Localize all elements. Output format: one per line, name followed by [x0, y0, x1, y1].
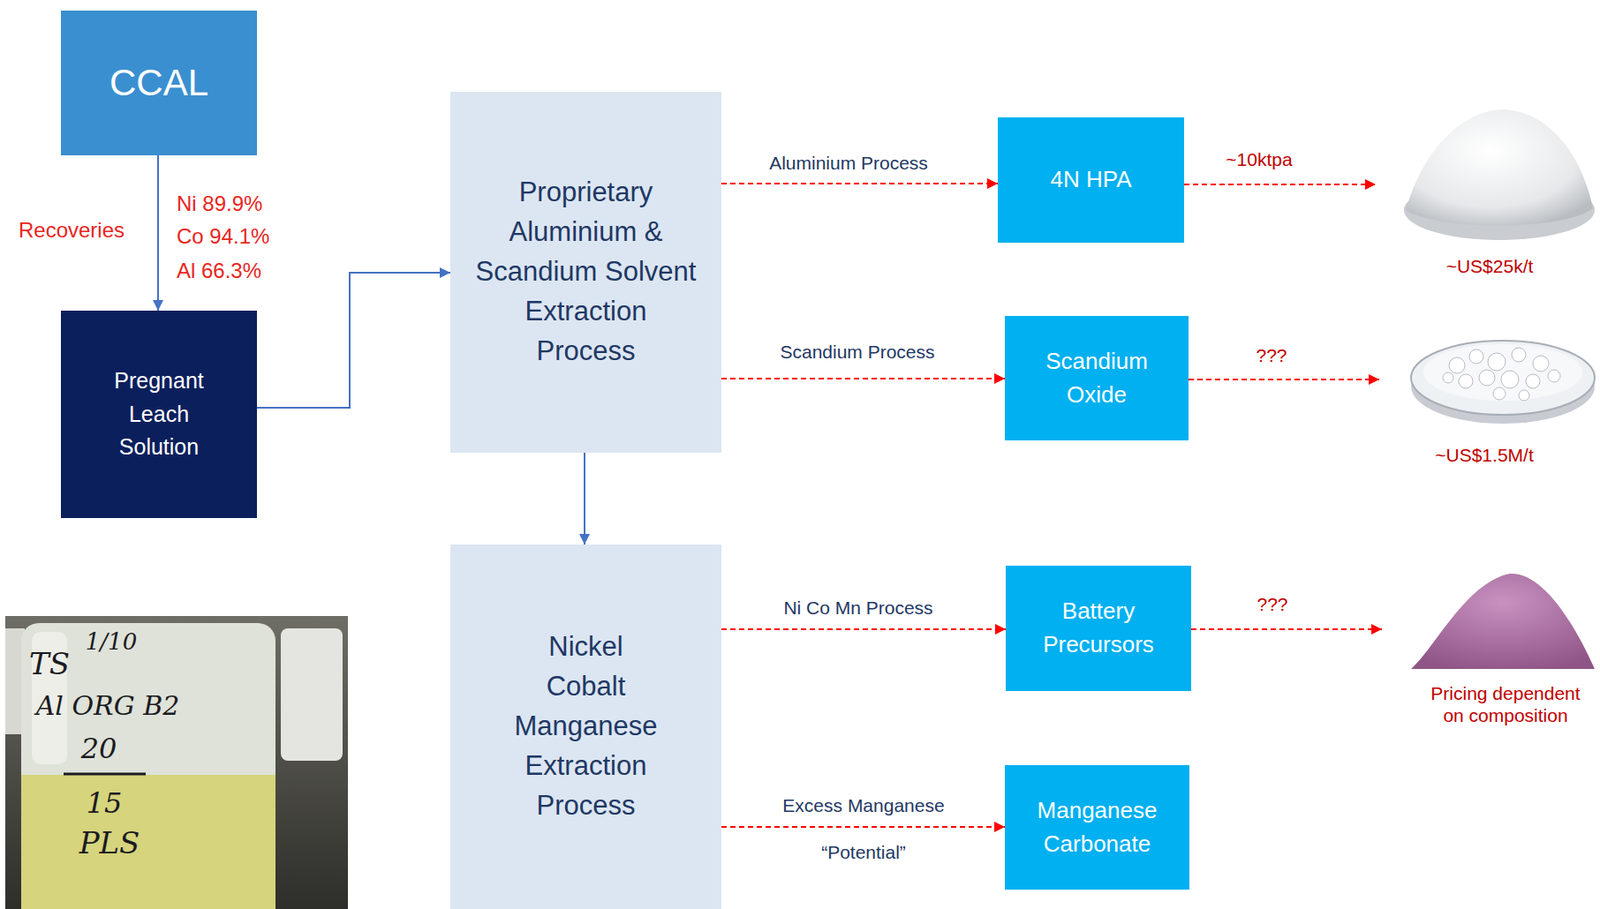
input-box: Pregnant Leach Solution	[60, 310, 257, 519]
annotation: Co 94.1%	[176, 224, 270, 250]
annotation: Recoveries	[18, 218, 125, 244]
scandium-oxide-image	[1411, 340, 1595, 424]
handwritten-note: 15	[86, 786, 123, 821]
node-label: Scandium Oxide	[1030, 345, 1163, 412]
sample-photo	[5, 616, 348, 909]
flow-arrow	[583, 452, 586, 545]
edge-label: Excess Manganese	[779, 795, 947, 817]
node-label: Battery Precursors	[1027, 595, 1170, 662]
process-box: Nickel Cobalt Manganese Extraction Proce…	[450, 544, 722, 909]
node-label: 4N HPA	[1050, 163, 1133, 197]
flow-arrow	[256, 272, 451, 408]
node-label: CCAL	[109, 60, 209, 106]
dashed-arrow	[721, 182, 998, 185]
product-box: Scandium Oxide	[1004, 316, 1189, 441]
node-label: Manganese Carbonate	[1026, 794, 1169, 861]
input-box: CCAL	[60, 10, 257, 156]
product-box: Battery Precursors	[1005, 566, 1192, 692]
annotation: “Potential”	[821, 841, 906, 864]
dashed-arrow	[721, 377, 1005, 380]
handwritten-note: 20	[81, 732, 118, 766]
dashed-arrow	[721, 628, 1006, 631]
edge-label: Scandium Process	[777, 341, 937, 363]
annotation: Pricing dependent on composition	[1426, 682, 1585, 727]
dashed-arrow	[721, 826, 1005, 829]
product-arrows	[1184, 184, 1382, 630]
handwritten-note: TS	[29, 646, 70, 683]
process-box: Proprietary Aluminium & Scandium Solvent…	[450, 91, 722, 453]
node-label: Pregnant Leach Solution	[92, 364, 226, 465]
node-label: Nickel Cobalt Manganese Extraction Proce…	[507, 627, 665, 827]
flow-arrow	[157, 155, 159, 311]
hpa-powder-image	[1403, 109, 1595, 241]
annotation: ~10ktpa	[1225, 148, 1292, 171]
handwritten-note: PLS	[79, 825, 141, 862]
handwritten-note: 1/10	[85, 628, 137, 657]
edge-label: Ni Co Mn Process	[780, 597, 936, 619]
annotation: ~US$1.5M/t	[1434, 444, 1533, 467]
product-box: Manganese Carbonate	[1004, 765, 1190, 891]
annotation: Ni 89.9%	[176, 191, 263, 218]
annotation: ~US$25k/t	[1446, 255, 1534, 278]
edge-label: Aluminium Process	[766, 152, 931, 174]
precursor-powder-image	[1411, 573, 1595, 670]
annotation: ???	[1255, 344, 1287, 367]
product-box: 4N HPA	[997, 117, 1185, 243]
annotation: Al 66.3%	[176, 258, 262, 285]
annotation: ???	[1256, 593, 1288, 616]
node-label: Proprietary Aluminium & Scandium Solvent…	[473, 173, 699, 372]
handwritten-note: Al ORG B2	[36, 690, 181, 723]
